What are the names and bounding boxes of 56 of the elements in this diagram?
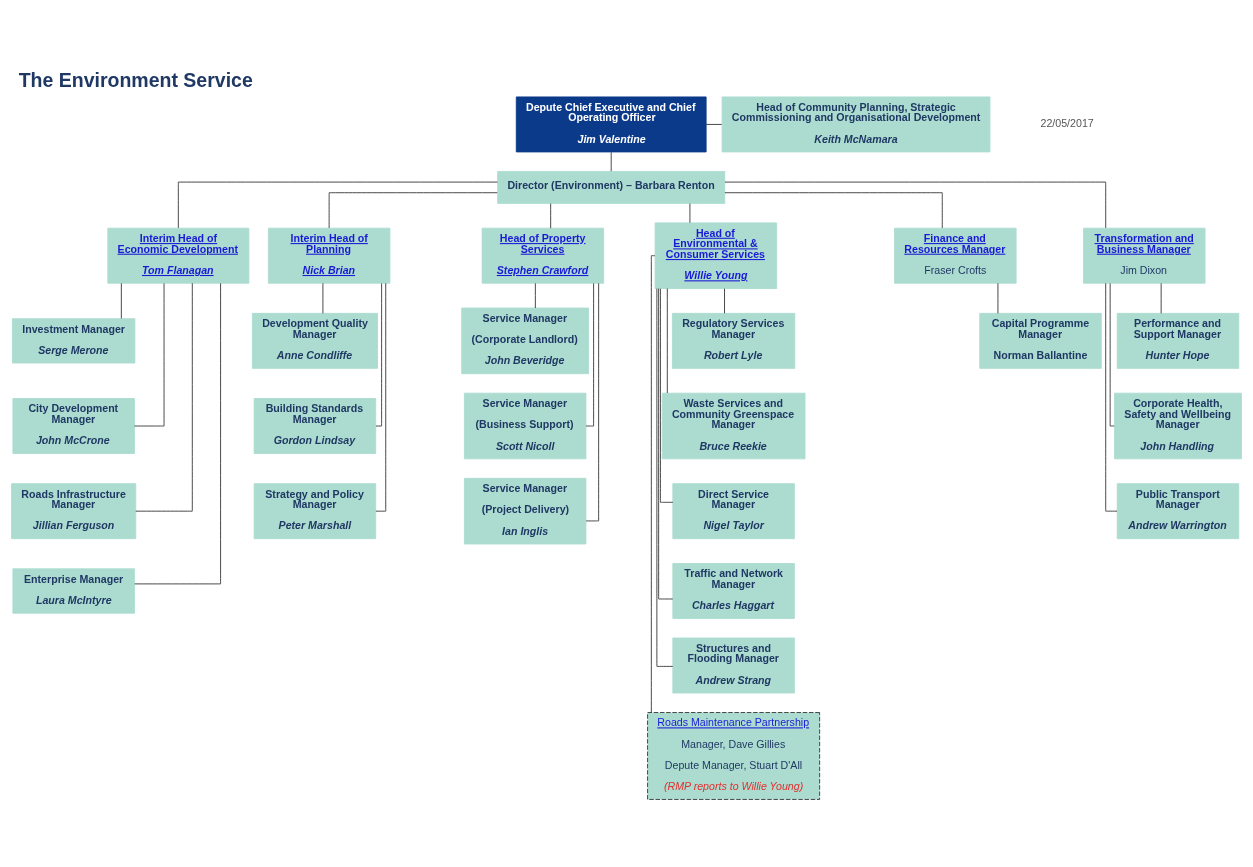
connector	[177, 181, 498, 228]
node-box: Service Manager (Business Support) Scott Nicoll	[463, 392, 587, 459]
node-box: Performance and Support Manager Hunter Hope	[1116, 312, 1240, 369]
node-box: Strategy and Policy Manager Peter Marshall	[253, 482, 377, 539]
connector	[724, 191, 943, 228]
connector	[724, 181, 1107, 228]
node-box: Service Manager (Project Delivery) Ian Inglis	[463, 477, 587, 544]
connector	[1160, 282, 1162, 314]
node-box: Direct Service Manager Nigel Taylor	[672, 482, 795, 539]
node-box: Waste Services and Community Greenspace Manager Bruce Reekie	[661, 392, 806, 459]
node-box: Development Quality Manager Anne Condliffe	[251, 312, 378, 369]
node-box: Building Standards Manager Gordon Lindsay	[253, 397, 377, 454]
node-box: Depute Chief Executive and Chief Operating Officer Jim Valentine	[515, 96, 707, 152]
node-box: Enterprise Manager Laura McIntyre	[12, 567, 135, 614]
node-box: Finance and Resources Manager Fraser Crofts	[894, 227, 1017, 284]
connector	[375, 282, 383, 426]
node-box: Service Manager (Corporate Landlord) John Beveridge	[461, 307, 590, 374]
node-box: Public Transport Manager Andrew Warrington	[1116, 482, 1240, 539]
connector	[1109, 282, 1115, 426]
connector	[658, 287, 674, 599]
node-box: Head of Environmental & Consumer Services Willie Young	[654, 221, 778, 289]
node-box: Director (Environment) – Barbara Renton	[497, 170, 726, 204]
connector	[660, 287, 674, 503]
node-box: Interim Head of Planning Nick Brian	[267, 227, 391, 284]
connector	[585, 282, 595, 426]
connector	[650, 254, 656, 713]
connector	[666, 287, 668, 393]
connector	[585, 282, 600, 521]
connector	[120, 282, 122, 319]
diagram-title: The Environment Service	[18, 68, 253, 91]
connector	[134, 282, 221, 584]
connector	[134, 282, 165, 426]
connector	[328, 191, 498, 228]
connector	[534, 282, 536, 308]
node-box: Investment Manager Serge Merone	[12, 317, 136, 363]
connector	[1105, 282, 1118, 512]
node-box: Corporate Health, Safety and Wellbeing Manager John Handling	[1114, 392, 1242, 459]
connector	[375, 282, 387, 512]
connector	[550, 202, 552, 229]
connector	[656, 287, 674, 667]
node-box: Roads Maintenance Partnership Manager, Dave Gillies Depute Manager, Stuart D'All (RMP reports to Willie Young)	[647, 711, 821, 800]
node-box: Transformation and Business Manager Jim Dixon	[1083, 227, 1206, 284]
connector	[724, 287, 725, 314]
node-box: Head of Community Planning, Strategic Commissioning and Organisational Development Keith McNamara	[721, 96, 991, 152]
connector	[705, 123, 723, 125]
node-box: Traffic and Network Manager Charles Haggart	[672, 562, 795, 619]
node-box: Regulatory Services Manager Robert Lyle	[671, 312, 796, 369]
node-box: City Development Manager John McCrone	[12, 397, 135, 454]
node-box: Capital Programme Manager Norman Ballantine	[979, 312, 1102, 369]
connector	[610, 151, 612, 172]
node-box: Structures and Flooding Manager Andrew Strang	[672, 637, 795, 693]
connector	[135, 282, 193, 512]
node-box: Roads Infrastructure Manager Jillian Ferguson	[11, 482, 137, 539]
label: 22/05/2017	[1040, 116, 1094, 129]
node-box: Interim Head of Economic Development Tom Flanagan	[107, 227, 250, 284]
node-box: Head of Property Services Stephen Crawford	[481, 227, 605, 284]
